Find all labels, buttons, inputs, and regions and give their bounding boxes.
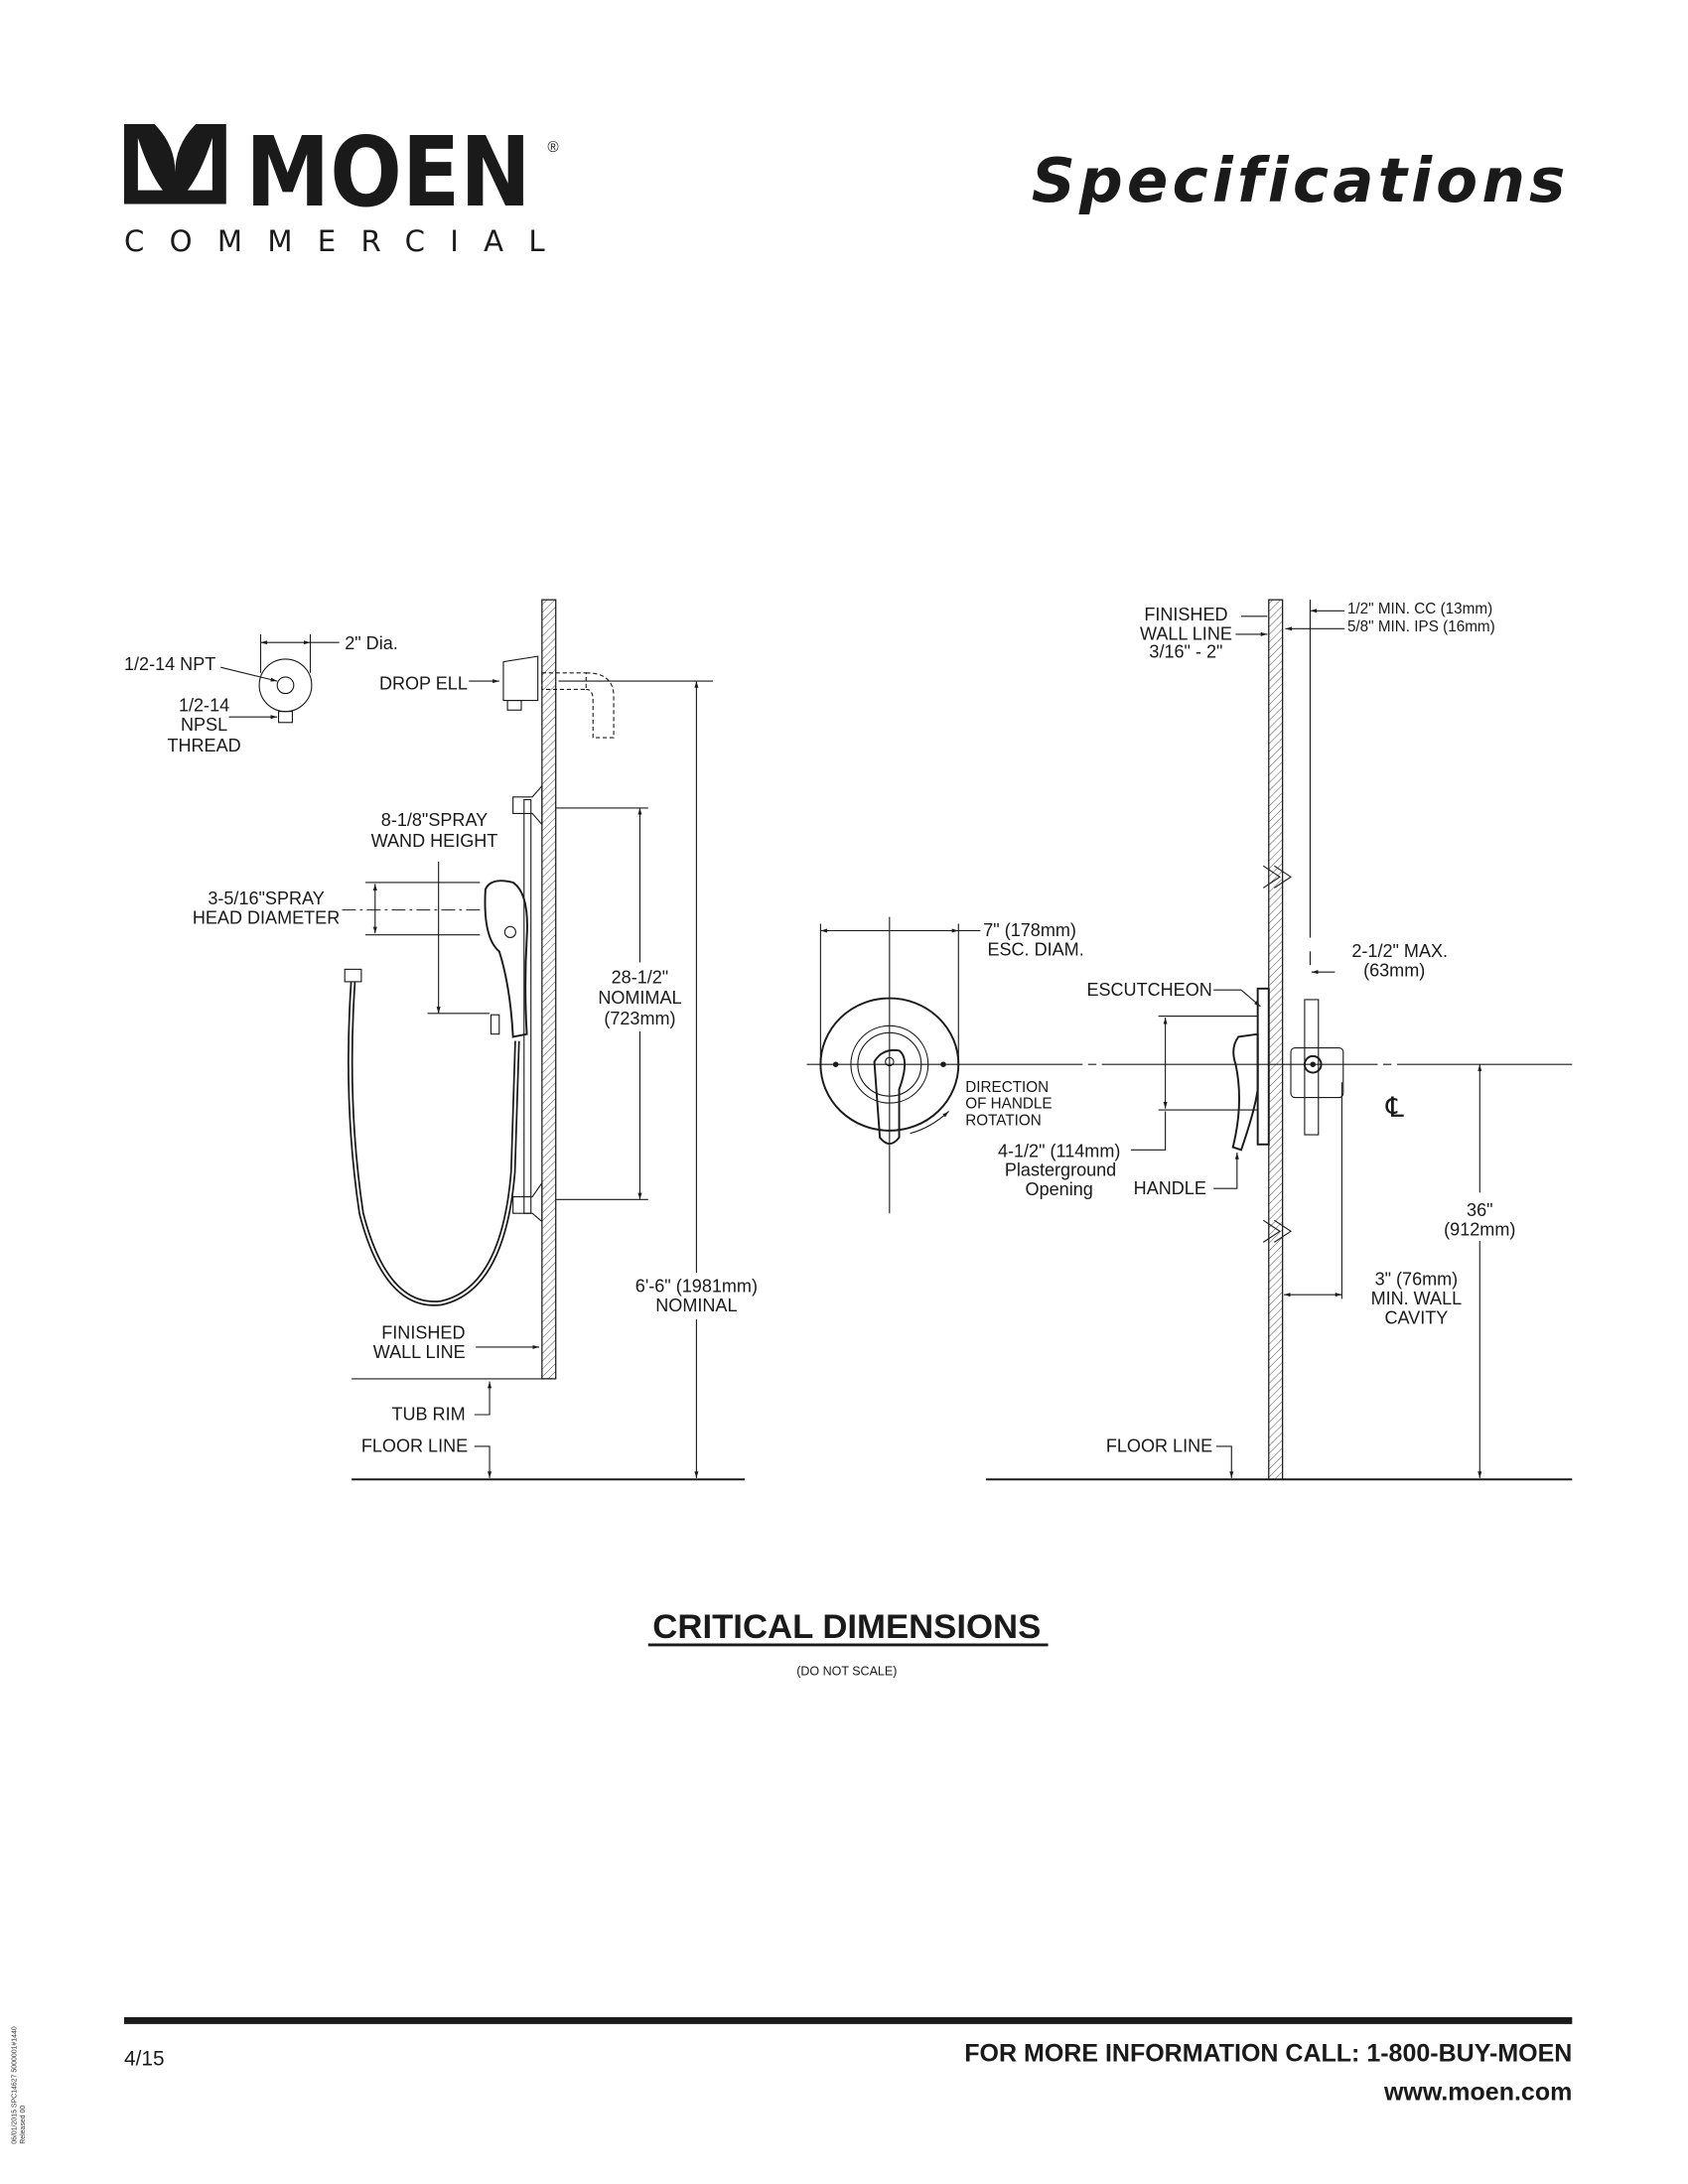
finished-wall-label-2: WALL LINE <box>1140 623 1232 643</box>
drop-ell-label: DROP ELL <box>379 673 468 693</box>
finished-wall-label-1: FINISHED <box>381 1323 465 1343</box>
document-code: 06/01/2015 SPC14627 5000001#1440 <box>12 2026 19 2144</box>
wall-cavity-label-1: 3" (76mm) <box>1375 1269 1459 1289</box>
npsl-label-2: NPSL <box>181 715 227 735</box>
overall-height-label: 6'-6" (1981mm) <box>635 1276 758 1296</box>
wall-section <box>541 599 557 1380</box>
page-title: Specifications <box>1032 146 1570 216</box>
wall-cavity-label-3: CAVITY <box>1384 1307 1448 1327</box>
wall-cavity-label-2: MIN. WALL <box>1371 1289 1463 1308</box>
plaster-label-1: 4-1/2" (114mm) <box>998 1141 1120 1160</box>
centerline-symbol: ℄ <box>1385 1092 1404 1123</box>
handle-front-icon <box>873 1048 907 1146</box>
height-label-1: 36" <box>1467 1200 1492 1220</box>
esc-diam-label-2: ESC. DIAM. <box>987 940 1083 960</box>
moen-water-drop-icon <box>124 124 226 205</box>
valve-elevation-drawing: 1/2" MIN. CC (13mm) 5/8" MIN. IPS (16mm)… <box>806 599 1573 1481</box>
caption-title: CRITICAL DIMENSIONS <box>652 1608 1041 1646</box>
esc-diam-label-1: 7" (178mm) <box>983 920 1076 940</box>
bar-length-label: 28-1/2" <box>612 967 669 987</box>
release-code: Released 00 <box>20 2106 27 2144</box>
escutcheon-label: ESCUTCHEON <box>1086 980 1211 1000</box>
handle-label: HANDLE <box>1134 1178 1206 1198</box>
brand-division: COMMERCIAL <box>124 224 545 258</box>
max-depth-label-1: 2-1/2" MAX. <box>1351 941 1448 961</box>
floor-line-label: FLOOR LINE <box>1106 1436 1212 1456</box>
plaster-label-3: Opening <box>1026 1179 1093 1199</box>
floor-line-label: FLOOR LINE <box>361 1436 468 1456</box>
plaster-label-2: Plasterground <box>1005 1160 1116 1180</box>
min-ips-label: 5/8" MIN. IPS (16mm) <box>1347 618 1495 635</box>
wall-section <box>1268 599 1284 1480</box>
website-link[interactable]: www.moen.com <box>1383 2078 1572 2106</box>
bar-length-nominal: NOMIMAL <box>598 988 681 1008</box>
head-diameter-label-1: 3-5/16"SPRAY <box>208 888 324 908</box>
handshower-elevation-drawing: 2" Dia. 1/2-14 NPT 1/2-14 NPSL THREAD DR… <box>124 599 758 1481</box>
revision-date: 4/15 <box>124 2048 165 2071</box>
rotation-label-3: ROTATION <box>965 1112 1042 1129</box>
finished-wall-label-2: WALL LINE <box>373 1342 466 1362</box>
wand-height-label-1: 8-1/8"SPRAY <box>381 810 488 830</box>
max-depth-label-2: (63mm) <box>1363 960 1425 980</box>
caption-note: (DO NOT SCALE) <box>796 1665 897 1679</box>
footer-divider <box>124 2016 1573 2024</box>
brand-name: MOEN <box>245 116 531 228</box>
handle-side-icon <box>1231 1032 1259 1152</box>
rotation-label-2: OF HANDLE <box>965 1096 1052 1113</box>
wand-height-label-2: WAND HEIGHT <box>371 831 498 851</box>
npt-label: 1/2-14 NPT <box>124 654 215 674</box>
overall-height-nominal: NOMINAL <box>655 1296 737 1315</box>
bar-length-mm: (723mm) <box>604 1009 675 1028</box>
hand-shower-icon <box>484 880 528 1038</box>
finished-wall-label-3: 3/16" - 2" <box>1149 642 1222 662</box>
rotation-label-1: DIRECTION <box>965 1079 1049 1096</box>
valve-body-icon <box>1290 999 1344 1136</box>
tub-rim-label: TUB RIM <box>391 1405 465 1425</box>
head-diameter-label-2: HEAD DIAMETER <box>193 908 340 928</box>
finished-wall-label-1: FINISHED <box>1144 605 1227 624</box>
registered-mark: ® <box>547 139 559 156</box>
npsl-label-1: 1/2-14 <box>179 696 229 716</box>
height-label-2: (912mm) <box>1444 1219 1515 1239</box>
npsl-label-3: THREAD <box>167 736 240 755</box>
moen-logo: MOEN ® COMMERCIAL <box>124 116 559 258</box>
drop-ell-diameter-label: 2" Dia. <box>345 633 398 653</box>
contact-phone: FOR MORE INFORMATION CALL: 1-800-BUY-MOE… <box>964 2039 1572 2067</box>
min-cc-label: 1/2" MIN. CC (13mm) <box>1347 601 1492 617</box>
